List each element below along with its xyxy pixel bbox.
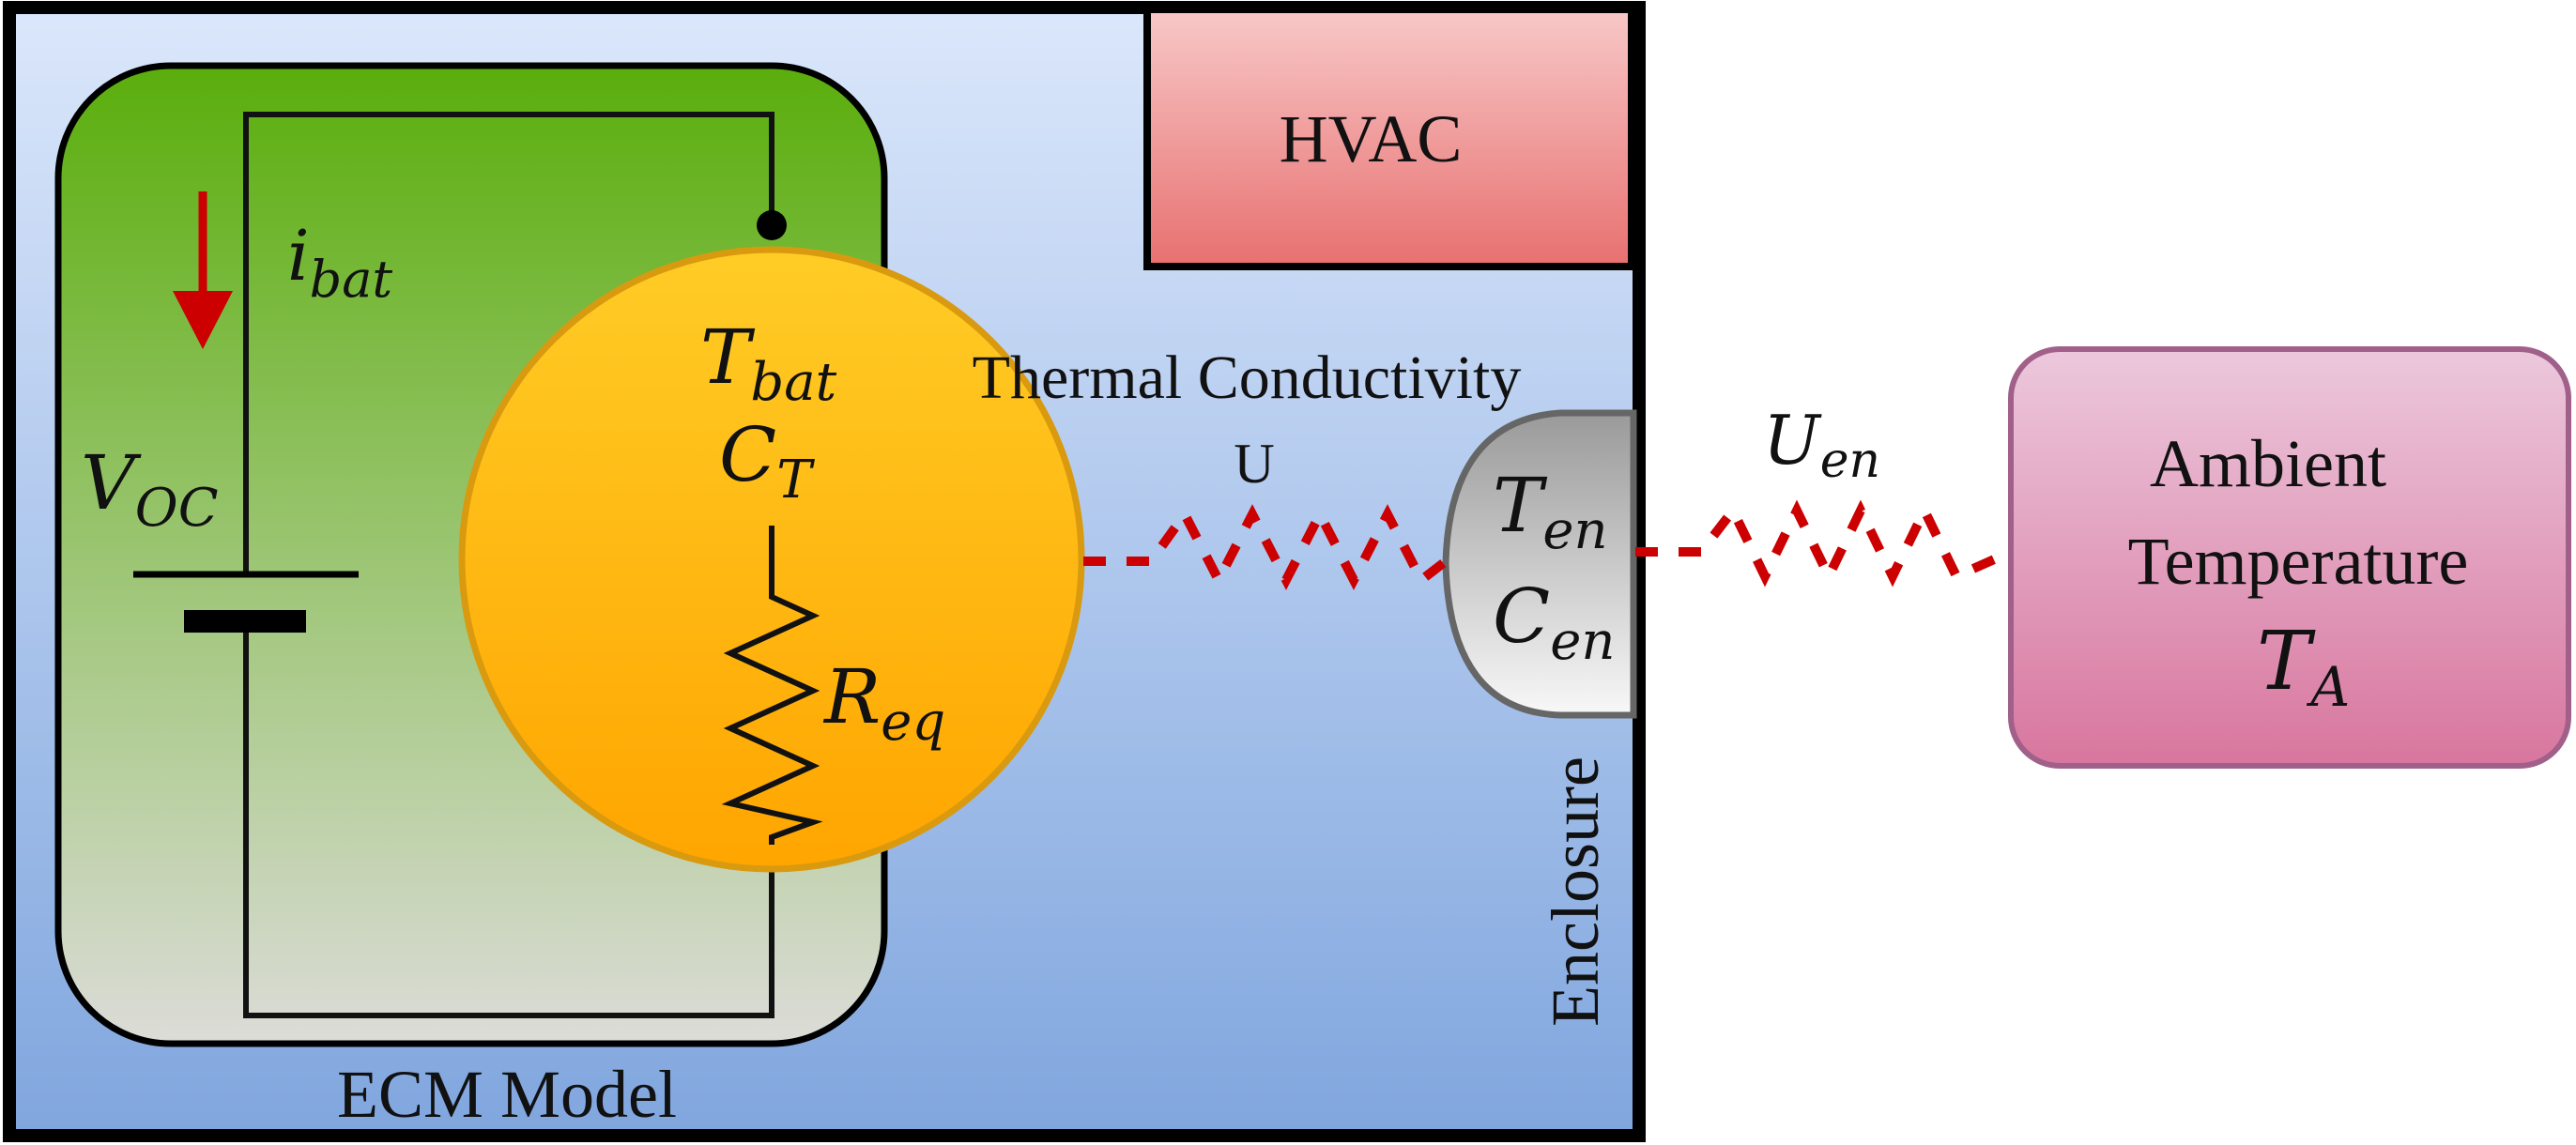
ambient-temperature-symbol: TA <box>2257 615 2350 719</box>
hvac-box <box>1143 6 1635 270</box>
battery-negative-plate <box>184 610 306 633</box>
enclosure-heat-capacity-label: Cen <box>1493 572 1615 672</box>
hvac-label: HVAC <box>1280 101 1463 176</box>
enclosure-conductance-label: Uen <box>1763 401 1880 489</box>
thermal-conductivity-label: Thermal Conductivity <box>973 344 1522 412</box>
open-circuit-voltage-label: VOC <box>81 439 219 539</box>
circuit-wire <box>243 112 774 1018</box>
circuit-junction-dot <box>757 210 787 240</box>
battery-heat-capacity-label: CT <box>719 411 815 511</box>
ecm-model-label: ECM Model <box>337 1057 677 1132</box>
resistance-label: Req <box>822 653 945 753</box>
ambient-temperature-box <box>2008 346 2571 769</box>
resistor-symbol <box>721 526 823 845</box>
heat-link-battery-enclosure <box>1083 504 1449 590</box>
current-arrow-head <box>173 291 233 349</box>
u-label: U <box>1234 433 1274 495</box>
current-label: ibat <box>287 216 392 309</box>
heat-link-enclosure-ambient <box>1635 499 2014 588</box>
ambient-label-line1: Ambient <box>2150 426 2386 501</box>
enclosure-thermal-node <box>1442 409 1637 719</box>
battery-temperature-label: Tbat <box>700 313 837 413</box>
enclosure-label: Enclosure <box>1538 756 1613 1027</box>
enclosure-temperature-label: Ten <box>1493 462 1608 561</box>
ambient-label-line2: Temperature <box>2128 524 2469 599</box>
